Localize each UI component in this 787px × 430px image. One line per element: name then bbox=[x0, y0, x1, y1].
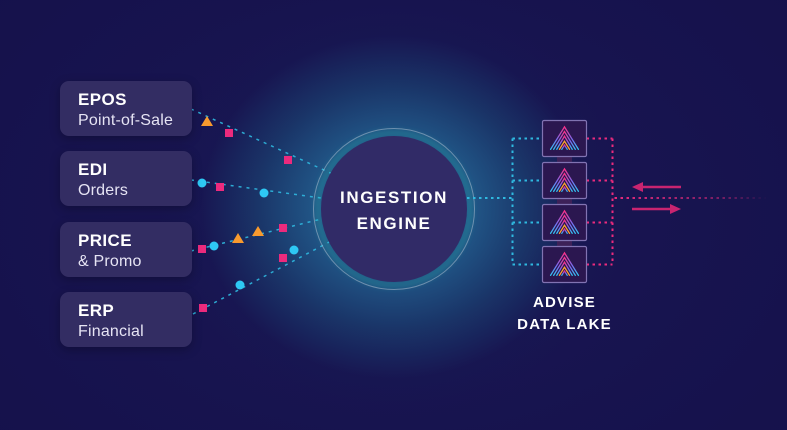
source-card-epos: EPOS Point-of-Sale bbox=[60, 81, 192, 136]
data-lake-node bbox=[541, 161, 588, 200]
flow-particle-dot bbox=[197, 178, 207, 188]
flow-particle-dot bbox=[289, 245, 299, 255]
engine-glow-ring bbox=[315, 130, 473, 288]
flow-particle-square bbox=[279, 254, 287, 262]
flow-particle-square bbox=[284, 156, 292, 164]
data-lake-node bbox=[541, 245, 588, 284]
source-subtitle: Point-of-Sale bbox=[78, 112, 174, 129]
flow-particle-dot bbox=[209, 241, 219, 251]
data-lake-node bbox=[541, 203, 588, 242]
flow-particle-dot bbox=[235, 280, 245, 290]
flow-particle-triangle bbox=[252, 226, 264, 236]
source-title: EDI bbox=[78, 160, 108, 179]
source-card-edi: EDI Orders bbox=[60, 151, 192, 206]
flow-particle-square bbox=[279, 224, 287, 232]
flow-particle-square bbox=[198, 245, 206, 253]
outbound-arrow-head bbox=[670, 204, 681, 214]
source-card-erp: ERP Financial bbox=[60, 292, 192, 347]
ingestion-engine-circle bbox=[321, 136, 467, 282]
advise-data-lake-label: ADVISE DATA LAKE bbox=[474, 292, 655, 336]
source-subtitle: Financial bbox=[78, 323, 144, 340]
engine-outline-ring bbox=[313, 128, 475, 290]
flow-particle-square bbox=[216, 183, 224, 191]
flow-particle-triangle bbox=[201, 116, 213, 126]
flow-particle-square bbox=[225, 129, 233, 137]
engine-label-line1: INGESTION bbox=[340, 188, 448, 207]
inbound-arrow-head bbox=[632, 182, 643, 192]
source-subtitle: Orders bbox=[78, 182, 129, 199]
source-title: EPOS bbox=[78, 90, 127, 109]
flow-particle-square bbox=[199, 304, 207, 312]
flow-particle-dot bbox=[259, 188, 269, 198]
flow-particle-triangle bbox=[232, 233, 244, 243]
ingestion-engine-label: INGESTION ENGINE bbox=[304, 185, 484, 237]
engine-label-line2: ENGINE bbox=[356, 214, 432, 233]
lake-label-line2: DATA LAKE bbox=[517, 316, 612, 333]
source-card-price: PRICE & Promo bbox=[60, 222, 192, 277]
flow-line bbox=[192, 229, 353, 315]
source-subtitle: & Promo bbox=[78, 253, 142, 270]
lake-label-line1: ADVISE bbox=[532, 294, 597, 311]
source-title: ERP bbox=[78, 301, 115, 320]
data-lake-node bbox=[541, 119, 588, 158]
source-title: PRICE bbox=[78, 231, 132, 250]
